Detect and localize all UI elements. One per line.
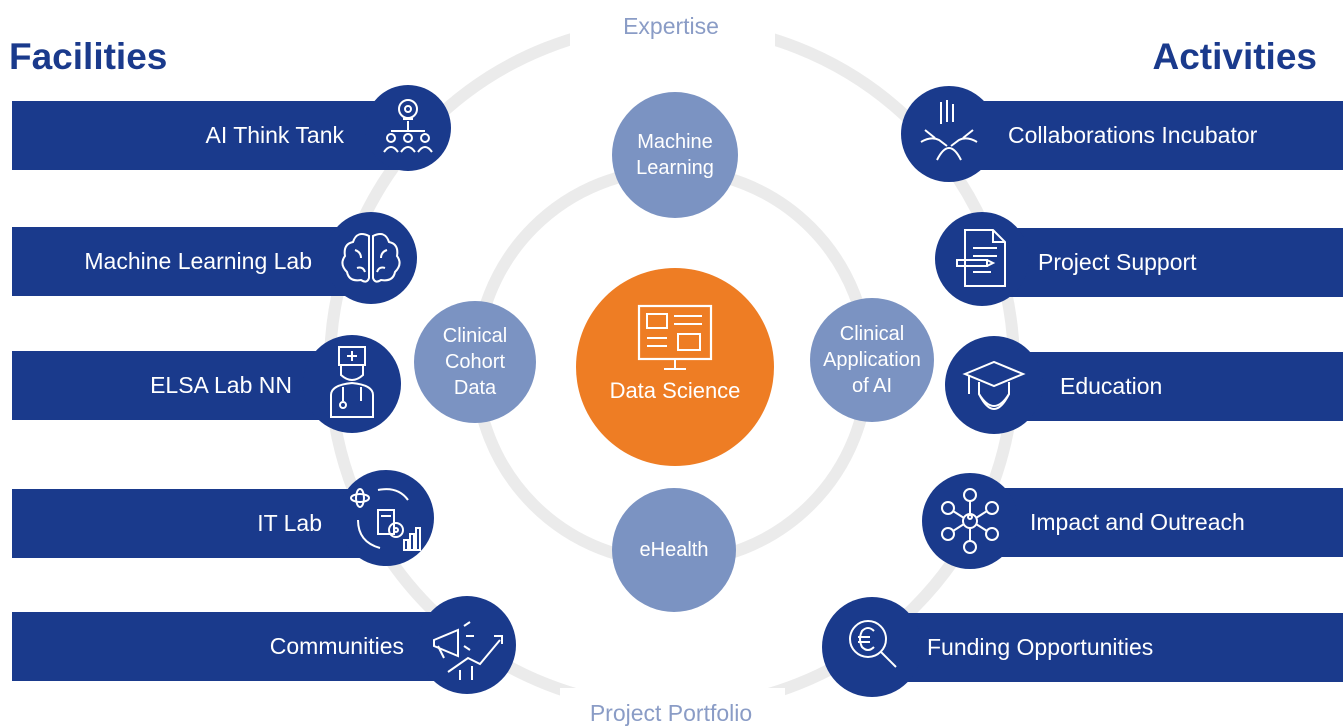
facility-bar-it-lab — [12, 489, 382, 558]
megaphone-growth-icon — [418, 596, 516, 694]
ring-label-expertise: Expertise — [623, 13, 719, 39]
facility-bar-machine-learning-lab — [12, 227, 377, 296]
monitor-dashboard-icon — [637, 304, 713, 370]
facility-label-ai-think-tank: AI Think Tank — [205, 122, 344, 148]
activity-bar-impact-and-outreach — [960, 488, 1343, 557]
facility-label-communities: Communities — [269, 633, 404, 659]
graduate-cap-icon — [945, 336, 1043, 434]
facility-bar-ai-think-tank — [12, 101, 412, 170]
activity-bar-funding-opportunities — [870, 613, 1343, 682]
facility-bar-communities — [12, 612, 442, 681]
node-ehealth: eHealth — [612, 488, 736, 612]
euro-search-icon — [822, 597, 922, 697]
network-hub-icon — [922, 473, 1018, 569]
facility-label-it-lab: IT Lab — [257, 510, 322, 536]
activity-bar-education — [985, 352, 1343, 421]
activity-bar-collaborations-incubator — [935, 101, 1343, 170]
node-clinical-cohort-data: Clinical Cohort Data — [414, 301, 536, 423]
activity-label-education: Education — [1060, 373, 1163, 399]
facility-label-machine-learning-lab: Machine Learning Lab — [84, 248, 312, 274]
activity-label-project-support: Project Support — [1038, 249, 1197, 275]
facility-label-elsa-lab-nn: ELSA Lab NN — [150, 372, 292, 398]
doctor-icon — [303, 335, 401, 433]
hands-together-icon — [901, 86, 997, 182]
activity-label-impact-and-outreach: Impact and Outreach — [1030, 509, 1245, 535]
brain-icon — [325, 212, 417, 304]
node-clinical-application-of-ai: Clinical Application of AI — [810, 298, 934, 422]
ring-label-project-portfolio: Project Portfolio — [589, 700, 753, 726]
activity-bar-project-support — [970, 228, 1343, 297]
it-gear-chart-icon — [338, 470, 434, 566]
facilities-heading: Facilities — [9, 36, 168, 77]
center-node: Data Science — [576, 268, 774, 466]
document-pen-icon — [935, 212, 1029, 306]
node-machine-learning: Machine Learning — [612, 92, 738, 218]
activity-label-collaborations-incubator: Collaborations Incubator — [1008, 122, 1258, 148]
lightbulb-team-icon — [365, 85, 451, 171]
activity-label-funding-opportunities: Funding Opportunities — [927, 634, 1154, 660]
center-label: Data Science — [609, 378, 741, 403]
activities-heading: Activities — [1152, 36, 1317, 77]
